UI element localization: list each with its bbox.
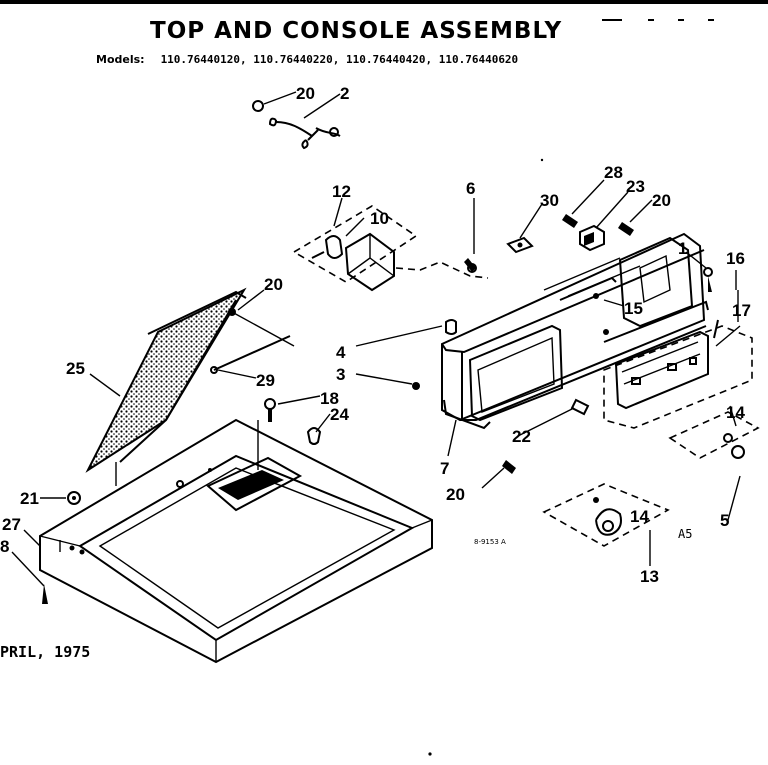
leader-lines — [11, 91, 741, 587]
part-8-screw — [42, 584, 48, 604]
callout-25: 25 — [66, 359, 85, 378]
callout-12: 12 — [332, 182, 351, 201]
callout-27: 27 — [2, 515, 21, 534]
part-25-screen-panel — [85, 287, 247, 486]
models-list: 110.76440120, 110.76440220, 110.76440420… — [160, 53, 519, 66]
part-23-switch — [579, 224, 605, 252]
callout-13: 13 — [640, 567, 659, 586]
part-20-screw-right — [618, 222, 634, 236]
drawing-reference: 8-9153 A — [474, 538, 506, 546]
part-27-top-panel — [39, 418, 433, 664]
part-6-screw — [464, 258, 477, 273]
callout-4: 4 — [336, 343, 346, 362]
part-1-screw — [703, 267, 713, 292]
callout-24: 24 — [330, 405, 349, 424]
part-18-screw — [264, 398, 276, 422]
callout-8: 8 — [0, 537, 9, 556]
callout-14-right: 14 — [726, 403, 745, 422]
part-22-clip — [570, 398, 590, 416]
part-5-14-knob-group — [668, 411, 760, 459]
models-line: Models: 110.76440120, 110.76440220, 110.7… — [96, 53, 518, 66]
callout-18: 18 — [320, 389, 339, 408]
callout-20-left: 20 — [264, 275, 283, 294]
callout-30: 30 — [540, 191, 559, 210]
callout-6: 6 — [466, 179, 475, 198]
part-10-12-bracket-assembly — [292, 205, 489, 292]
callout-28: 28 — [604, 163, 623, 182]
callout-20-bottom: 20 — [446, 485, 465, 504]
callout-1: 1 — [678, 239, 687, 258]
publication-date: PRIL, 1975 — [0, 643, 91, 661]
callout-7: 7 — [440, 459, 449, 478]
callout-labels: 20 2 12 10 6 30 28 23 20 1 16 17 15 20 2… — [0, 84, 751, 586]
console-panel — [441, 232, 709, 430]
part-30-clip — [506, 236, 534, 254]
callout-20: 20 — [296, 84, 315, 103]
callout-17: 17 — [732, 301, 751, 320]
diagram-title: TOP AND CONSOLE ASSEMBLY — [150, 18, 563, 44]
part-21-nut — [67, 491, 81, 505]
callout-23: 23 — [626, 177, 645, 196]
part-4-spacer — [445, 319, 457, 335]
callout-16: 16 — [726, 249, 745, 268]
callout-21: 21 — [20, 489, 39, 508]
callout-5: 5 — [720, 511, 729, 530]
models-label: Models: — [96, 53, 145, 66]
callout-15: 15 — [624, 299, 643, 318]
callout-3: 3 — [336, 365, 345, 384]
callout-22: 22 — [512, 427, 531, 446]
callout-2: 2 — [340, 84, 349, 103]
part-13-14-timer-knob — [542, 483, 670, 547]
part-28-screw — [562, 214, 578, 228]
callout-20-right: 20 — [652, 191, 671, 210]
part-16-17-bracket — [603, 290, 753, 429]
part-2-wire-clip — [252, 100, 341, 150]
callout-10: 10 — [370, 209, 389, 228]
part-24-clip — [306, 427, 322, 445]
callout-14-timer: 14 — [630, 507, 649, 526]
callout-29: 29 — [256, 371, 275, 390]
part-3-nut — [412, 382, 420, 390]
part-29-hinge-rod — [210, 308, 295, 374]
part-20-screw-bottom — [502, 460, 516, 474]
page-code: A5 — [678, 527, 693, 541]
